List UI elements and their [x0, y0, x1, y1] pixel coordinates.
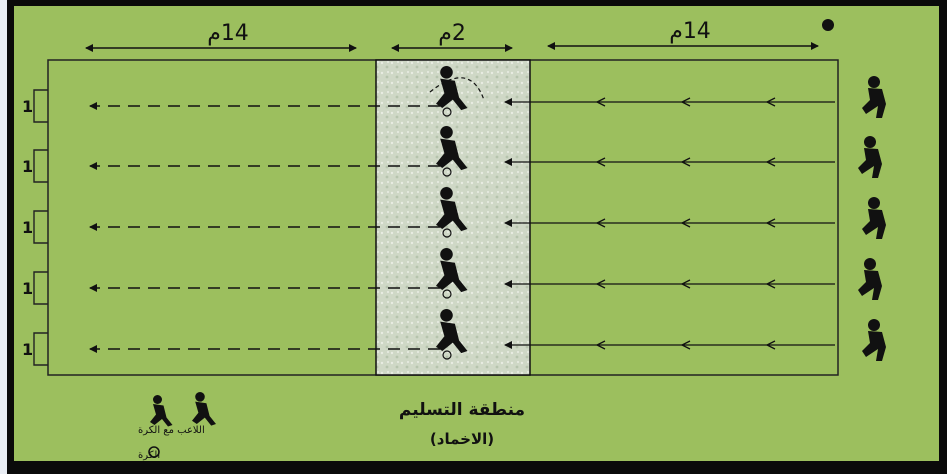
lane-number: 1	[22, 218, 33, 237]
ball-icon	[822, 19, 834, 31]
zone-title: منطقة التسليم	[399, 400, 525, 420]
lane-number: 1	[22, 97, 33, 116]
zone-subtitle: (الاخماد)	[430, 430, 494, 448]
lane-number: 1	[22, 279, 33, 298]
legend-player-label: اللاعب مع الكرة	[138, 425, 205, 436]
lane-number: 1	[22, 157, 33, 176]
dimension-middle-label: 2م	[438, 21, 466, 46]
dimension-left-label: 14م	[207, 21, 249, 46]
legend-ball-label: الكرة	[138, 450, 160, 461]
dimension-right-label: 14م	[669, 19, 711, 44]
lane-number: 1	[22, 340, 33, 359]
